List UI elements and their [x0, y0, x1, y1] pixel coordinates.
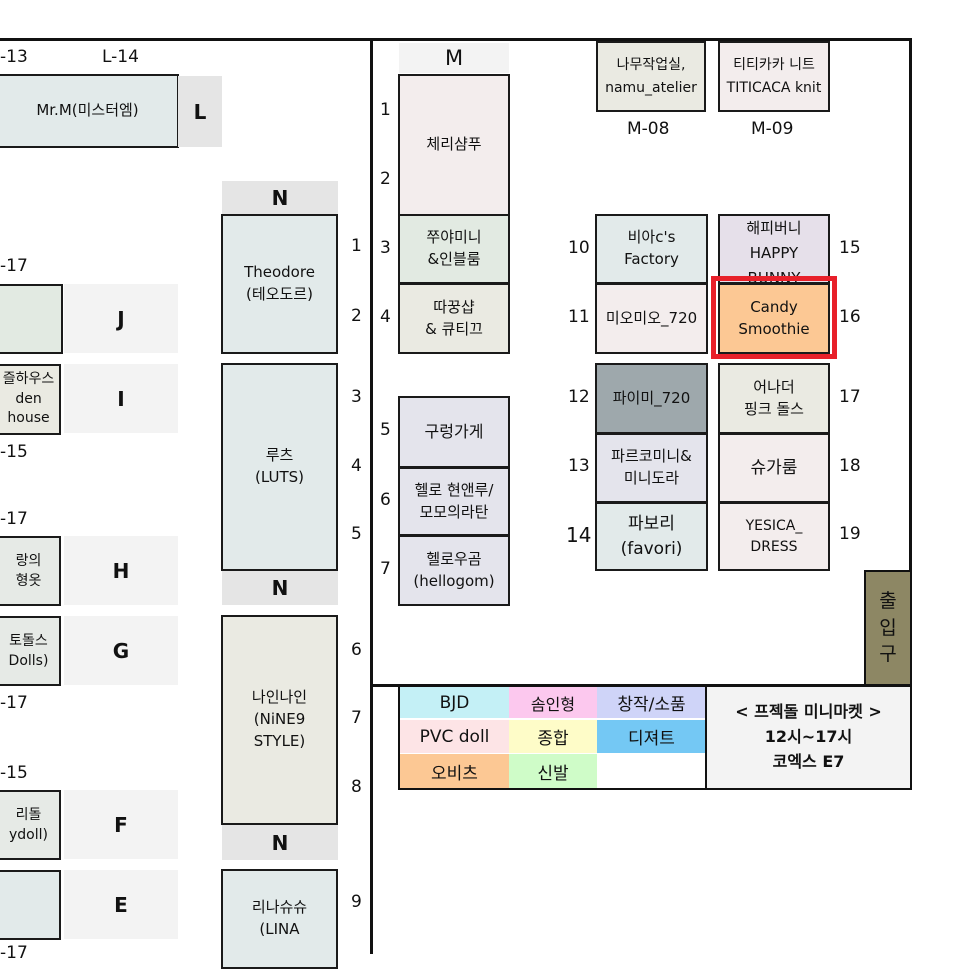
- legend-plush: 솜인형: [509, 687, 597, 718]
- booth-number-f: -15: [0, 763, 28, 783]
- entrance-exit-label: 출 입 구: [879, 590, 897, 666]
- legend-obitsu: 오비츠: [400, 754, 509, 788]
- mr-number-10: 10: [568, 238, 590, 258]
- booth-sugar-room[interactable]: 슈가룸: [718, 433, 830, 503]
- m-number-6: 6: [380, 490, 391, 510]
- booth-i[interactable]: 즐하우스 den house: [0, 364, 61, 435]
- m-number-4: 4: [380, 307, 391, 327]
- booth-titicaca-knit[interactable]: 티티카카 니트 TITICACA knit: [718, 41, 830, 112]
- booth-namu-atelier[interactable]: 나무작업실, namu_atelier: [596, 41, 706, 112]
- booth-candy-smoothie[interactable]: Candy Smoothie: [718, 283, 830, 354]
- legend-bjd: BJD: [400, 687, 509, 718]
- m-number-2: 2: [380, 169, 391, 189]
- booth-number-h: -17: [0, 509, 28, 529]
- entrance-exit[interactable]: 출 입 구: [864, 570, 912, 686]
- hall-wall-middle: [370, 684, 912, 687]
- booth-mr-m[interactable]: Mr.M(미스터엠): [0, 74, 179, 148]
- mr-number-14: 14: [566, 523, 592, 547]
- legend: [398, 686, 912, 790]
- mr-number-18: 18: [839, 456, 861, 476]
- booth-gureong[interactable]: 구렁가게: [398, 396, 510, 468]
- legend-general: 종합: [509, 720, 597, 753]
- legend-creation: 창작/소품: [597, 687, 706, 718]
- section-letter-l: L: [178, 76, 222, 147]
- section-header-n-2: N: [222, 571, 338, 605]
- booth-f[interactable]: 리돌 ydoll): [0, 790, 61, 860]
- booth-bia-factory[interactable]: 비아c's Factory: [595, 214, 708, 284]
- n-number-6: 6: [351, 640, 362, 660]
- section-letter-h: H: [64, 536, 178, 605]
- event-time: 12시~17시: [764, 727, 853, 747]
- mr-number-17: 17: [839, 387, 861, 407]
- mr-number-15: 15: [839, 238, 861, 258]
- hall-wall-left: [370, 38, 373, 954]
- mr-number-16: 16: [839, 307, 861, 327]
- booth-number-j: -17: [0, 256, 28, 276]
- booth-number-g: -17: [0, 693, 28, 713]
- highlight-box: [711, 276, 837, 359]
- booth-ttakkong[interactable]: 따꿍샵 & 큐티끄: [398, 283, 510, 354]
- section-letter-j: J: [64, 284, 178, 353]
- booth-jjoya-mini[interactable]: 쭈야미니 &인블룸: [398, 214, 510, 284]
- booth-theodore[interactable]: Theodore (테오도르): [221, 214, 338, 354]
- booth-hellogom[interactable]: 헬로우곰 (hellogom): [398, 535, 510, 606]
- mr-number-19: 19: [839, 524, 861, 544]
- booth-nine[interactable]: 나인나인 (NiNE9 STYLE): [221, 615, 338, 825]
- booth-luts[interactable]: 루츠 (LUTS): [221, 363, 338, 571]
- booth-number-l13: -13: [0, 47, 28, 67]
- booth-favori[interactable]: 파보리 (favori): [595, 502, 708, 571]
- section-header-m: M: [399, 43, 509, 73]
- mr-number-11: 11: [568, 307, 590, 327]
- top-wall: [0, 38, 912, 41]
- n-number-3: 3: [351, 387, 362, 407]
- n-number-8: 8: [351, 777, 362, 797]
- legend-shoes: 신발: [509, 754, 597, 788]
- booth-hello-hyun[interactable]: 헬로 현앤루/ 모모의라탄: [398, 467, 510, 536]
- m-number-1: 1: [380, 100, 391, 120]
- event-title: < 프젝돌 미니마켓 >: [735, 702, 882, 722]
- event-place: 코엑스 E7: [772, 751, 845, 771]
- n-number-5: 5: [351, 524, 362, 544]
- event-info: < 프젝돌 미니마켓 > 12시~17시 코엑스 E7: [707, 687, 910, 788]
- n-number-2: 2: [351, 306, 362, 326]
- n-number-7: 7: [351, 708, 362, 728]
- booth-cherry-shampoo[interactable]: 체리샴푸: [398, 74, 510, 216]
- m-number-5: 5: [380, 420, 391, 440]
- legend-empty-cell: [597, 754, 706, 788]
- legend-divider: [705, 686, 707, 790]
- section-letter-e: E: [64, 870, 178, 939]
- section-letter-i: I: [64, 364, 178, 433]
- m-number-3: 3: [380, 238, 391, 258]
- hall-wall-right-upper: [909, 38, 912, 570]
- n-number-4: 4: [351, 456, 362, 476]
- section-header-n-1: N: [222, 181, 338, 214]
- booth-number-l14: L-14: [102, 47, 139, 67]
- section-header-n-3: N: [222, 825, 338, 860]
- booth-h[interactable]: 랑의 형옷: [0, 536, 61, 606]
- n-number-9: 9: [351, 892, 362, 912]
- n-number-1: 1: [351, 236, 362, 256]
- booth-e[interactable]: [0, 870, 61, 940]
- booth-another-pink[interactable]: 어나더 핑크 돌스: [718, 363, 830, 434]
- booth-happy-bunny[interactable]: 해피버니 HAPPY BUNNY: [718, 214, 830, 284]
- booth-label-m08: M-08: [627, 119, 670, 139]
- legend-pvc: PVC doll: [400, 720, 509, 753]
- mr-number-12: 12: [568, 387, 590, 407]
- booth-number-i: -15: [0, 442, 28, 462]
- legend-designer: 디져트: [597, 720, 706, 753]
- booth-g[interactable]: 토돌스 Dolls): [0, 616, 61, 686]
- booth-miomio[interactable]: 미오미오_720: [595, 283, 708, 354]
- m-number-7: 7: [380, 559, 391, 579]
- section-letter-g: G: [64, 616, 178, 685]
- booth-yesica-dress[interactable]: YESICA_ DRESS: [718, 502, 830, 571]
- section-letter-f: F: [64, 790, 178, 859]
- booth-label-m09: M-09: [751, 119, 794, 139]
- booth-paimi[interactable]: 파이미_720: [595, 363, 708, 434]
- booth-lina[interactable]: 리나슈슈 (LINA: [221, 869, 338, 969]
- booth-j[interactable]: [0, 284, 63, 354]
- booth-parco-mini[interactable]: 파르코미니& 미니도라: [595, 433, 708, 503]
- mr-number-13: 13: [568, 456, 590, 476]
